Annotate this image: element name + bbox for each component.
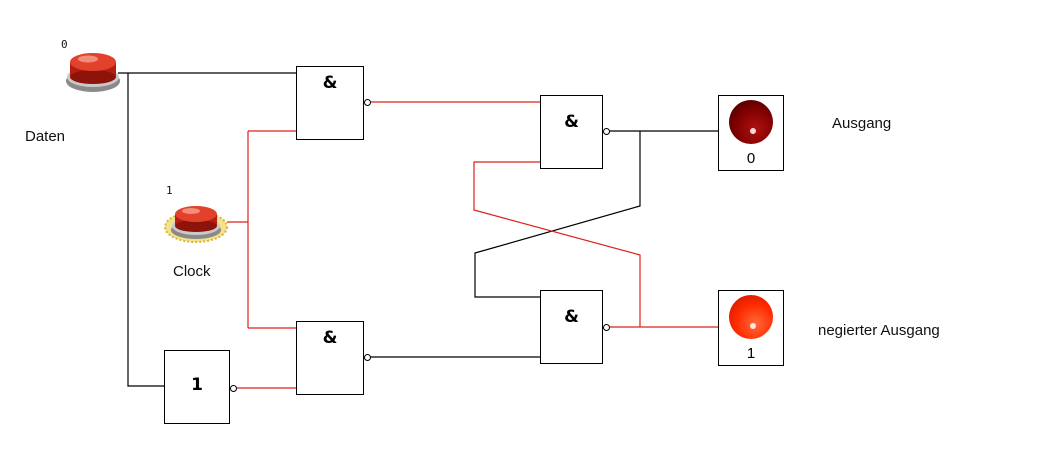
negierter-ausgang-value: 1 [746, 345, 756, 362]
daten-label: Daten [25, 128, 66, 145]
and-gate-top-right[interactable]: & [540, 95, 603, 169]
ausgang-label: Ausgang [832, 115, 892, 132]
and-gate-symbol: & [564, 112, 579, 132]
and-gate-bottom-right[interactable]: & [540, 290, 603, 364]
daten-state: 0 [61, 38, 68, 51]
inverter-bubble [230, 385, 237, 392]
wire-qn-feedback [473, 161, 641, 327]
ausgang-value: 0 [746, 150, 756, 167]
inverter-bubble [364, 354, 371, 361]
negierter-ausgang-lamp: 1 [718, 290, 784, 366]
not-gate-symbol: 1 [191, 375, 203, 395]
inverter-bubble [603, 128, 610, 135]
and-gate-bottom-left[interactable]: & [296, 321, 364, 395]
and-gate-symbol: & [564, 307, 579, 327]
not-gate[interactable]: 1 [164, 350, 230, 424]
inverter-bubble [364, 99, 371, 106]
wire-daten-to-not [127, 73, 165, 387]
wire-q-feedback [474, 131, 641, 298]
lamp-highlight [750, 323, 756, 329]
lamp-highlight [750, 128, 756, 134]
clock-label: Clock [173, 263, 211, 280]
lamp-off-indicator [729, 100, 773, 144]
and-gate-top-left[interactable]: & [296, 66, 364, 140]
daten-push-button[interactable] [64, 48, 122, 94]
and-gate-symbol: & [322, 73, 338, 93]
negierter-ausgang-label: negierter Ausgang [818, 322, 940, 339]
inverter-bubble [603, 324, 610, 331]
clock-state: 1 [166, 184, 173, 197]
clock-push-button[interactable] [163, 196, 231, 246]
and-gate-symbol: & [322, 328, 338, 348]
ausgang-lamp: 0 [718, 95, 784, 171]
lamp-on-indicator [729, 295, 773, 339]
